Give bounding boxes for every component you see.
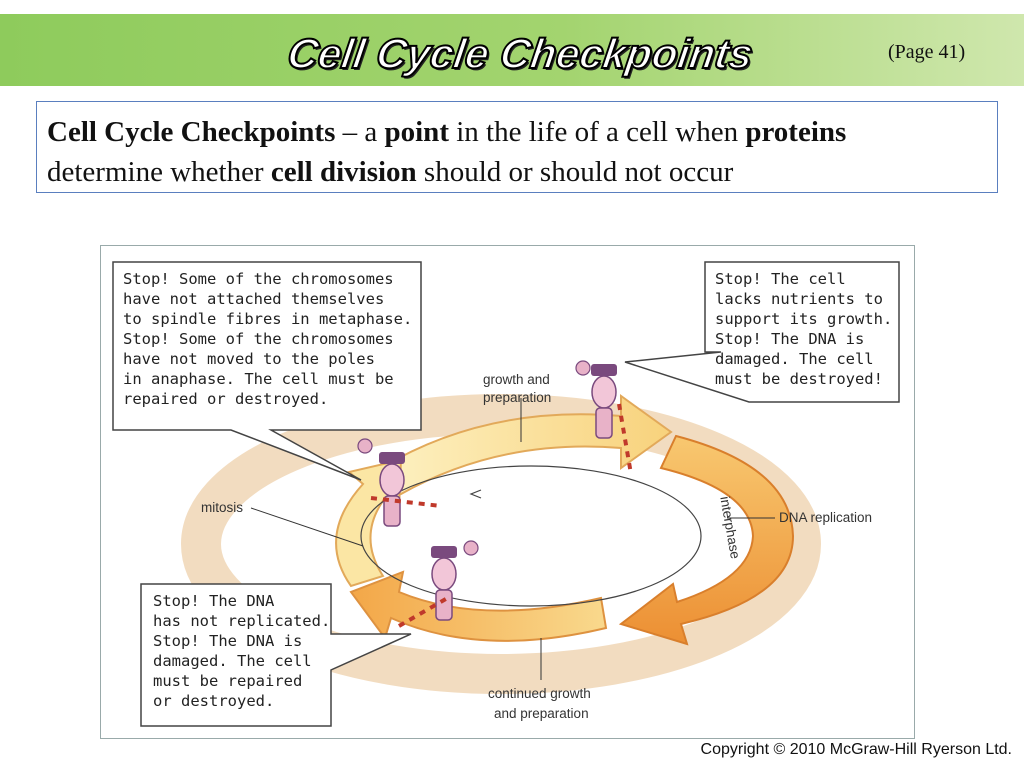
dna-replication-arrow <box>618 434 795 646</box>
checkpoint-guard-icon <box>575 360 633 475</box>
definition-text: should or should not occur <box>416 156 734 188</box>
speech-bubble-g2: Stop! The DNA has not replicated. Stop! … <box>140 583 412 727</box>
definition-line-1: Cell Cycle Checkpoints – a point in the … <box>47 112 997 152</box>
bubble-line: Stop! Some of the chromosomes <box>123 270 394 288</box>
label-mitosis: mitosis <box>201 500 243 515</box>
bubble-line: has not replicated. <box>153 612 330 630</box>
header-band <box>0 14 1024 86</box>
cycle-ring-shadow <box>181 394 821 694</box>
speech-bubble-mitosis: Stop! Some of the chromosomes have not a… <box>112 261 422 481</box>
definition-box: Cell Cycle Checkpoints – a point in the … <box>36 101 998 193</box>
inner-cycle-arrowhead <box>469 489 482 499</box>
bubble-line: in anaphase. The cell must be <box>123 370 394 388</box>
bubble-line: support its growth. <box>715 310 892 328</box>
checkpoint-guard-icon <box>398 540 479 628</box>
bubble-line: or destroyed. <box>153 692 274 710</box>
inner-cycle-line <box>360 465 702 607</box>
bubble-line: Stop! The DNA is <box>715 330 864 348</box>
cell-cycle-diagram: growth and preparation mitosis DNA repli… <box>112 261 900 727</box>
bubble-line: repaired or destroyed. <box>123 390 328 408</box>
bubble-line: Stop! The DNA <box>153 592 275 610</box>
definition-bold: point <box>384 116 449 148</box>
bubble-line: damaged. The cell <box>153 652 312 670</box>
label-continued-1: continued growth <box>488 686 591 701</box>
bubble-line: to spindle fibres in metaphase. <box>123 310 412 328</box>
bubble-line: have not moved to the poles <box>123 350 375 368</box>
definition-bold: proteins <box>745 116 847 148</box>
copyright-notice: Copyright © 2010 McGraw-Hill Ryerson Ltd… <box>700 741 1012 758</box>
definition-text: – a <box>335 116 385 148</box>
label-dna-replication: DNA replication <box>779 510 872 525</box>
bubble-line: lacks nutrients to <box>715 290 883 308</box>
definition-text: determine whether <box>47 156 271 188</box>
definition-term: Cell Cycle Checkpoints <box>47 116 336 148</box>
bubble-line: must be repaired <box>153 672 302 690</box>
page-reference: (Page 41) <box>888 41 966 63</box>
bubble-line: must be destroyed! <box>715 370 883 388</box>
slide-title: Cell Cycle Checkpoints <box>284 29 757 78</box>
label-continued-2: and preparation <box>494 706 589 721</box>
definition-line-2: determine whether cell division should o… <box>47 152 997 192</box>
bubble-line: Stop! Some of the chromosomes <box>123 330 394 348</box>
label-growth-1: growth and <box>483 372 550 387</box>
continued-growth-arrow <box>349 570 608 642</box>
speech-bubble-g1: Stop! The cell lacks nutrients to suppor… <box>624 261 900 403</box>
leader-line <box>250 507 364 547</box>
definition-bold: cell division <box>270 156 417 188</box>
label-growth-2: preparation <box>483 390 551 405</box>
bubble-line: Stop! The DNA is <box>153 632 302 650</box>
checkpoint-guard-icon <box>357 438 442 527</box>
bubble-line: Stop! The cell <box>715 270 846 288</box>
bubble-line: have not attached themselves <box>123 290 384 308</box>
cell-cycle-figure: growth and preparation mitosis DNA repli… <box>100 245 915 739</box>
bubble-line: damaged. The cell <box>715 350 874 368</box>
definition-text: in the life of a cell when <box>448 116 746 148</box>
